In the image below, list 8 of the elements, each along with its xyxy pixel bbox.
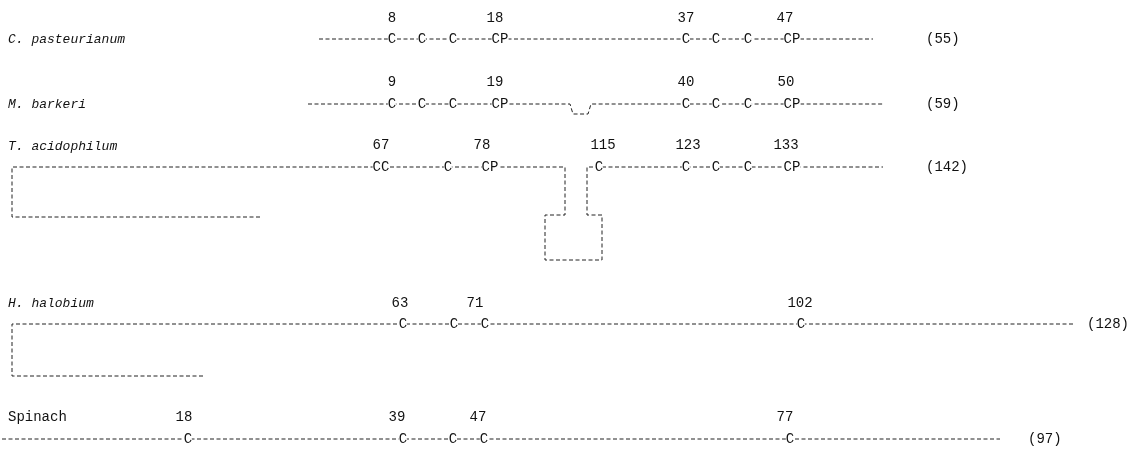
sequence-length: (59)	[926, 96, 960, 112]
species-name: C. pasteurianum	[8, 31, 126, 47]
sequence-length: (97)	[1028, 431, 1062, 447]
sequence-length: (55)	[926, 31, 960, 47]
sequence-length: (142)	[926, 159, 968, 175]
species-name: Spinach	[8, 409, 67, 425]
species-name: T. acidophilum	[8, 138, 118, 154]
sequence-length: (128)	[1087, 316, 1129, 332]
